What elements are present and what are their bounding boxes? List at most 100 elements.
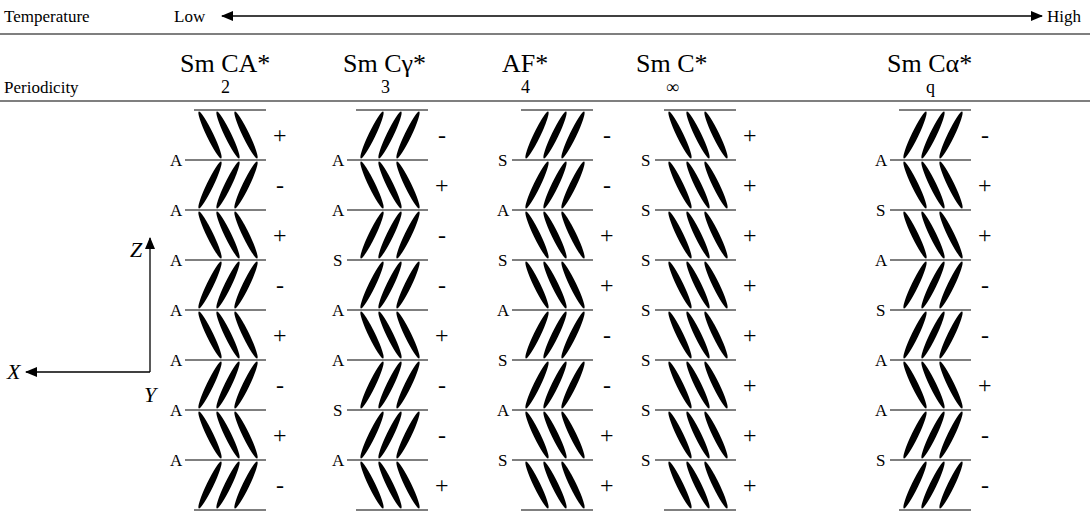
layer-boundary: [890, 359, 971, 360]
layer-mark: -: [276, 173, 284, 197]
molecule: [559, 260, 588, 310]
layer-mark: A: [332, 152, 344, 169]
layer-mark: S: [641, 152, 650, 169]
molecule: [232, 310, 261, 360]
layer-mark: -: [438, 123, 446, 147]
molecule: [232, 110, 261, 160]
molecule: [937, 460, 966, 510]
layer-mark: -: [438, 273, 446, 297]
axis-arrow: [149, 238, 150, 372]
molecule: [559, 460, 588, 510]
layer-mark: -: [603, 323, 611, 347]
layer-boundary: [890, 259, 971, 260]
molecule: [559, 110, 588, 160]
layer-mark: S: [498, 152, 507, 169]
layer-mark: S: [498, 252, 507, 269]
layer-mark: S: [641, 452, 650, 469]
layer-mark: A: [497, 302, 509, 319]
layer-boundary: [521, 109, 593, 110]
molecule: [702, 260, 731, 310]
temperature-label: Temperature: [4, 8, 90, 25]
layer-mark: -: [603, 123, 611, 147]
layer-mark: S: [641, 252, 650, 269]
layer-mark: S: [876, 452, 885, 469]
layer-mark: +: [435, 173, 449, 197]
layer-boundary: [655, 309, 736, 310]
layer-mark: +: [600, 273, 614, 297]
layer-boundary: [347, 309, 428, 310]
layer-mark: S: [641, 202, 650, 219]
layer-mark: S: [498, 452, 507, 469]
layer-boundary: [512, 359, 593, 360]
layer-mark: A: [875, 352, 887, 369]
layer-mark: A: [332, 202, 344, 219]
molecule: [702, 310, 731, 360]
layer-mark: +: [978, 373, 992, 397]
layer-mark: +: [600, 423, 614, 447]
layer-boundary: [185, 259, 266, 260]
layer-boundary: [890, 459, 971, 460]
layer-boundary: [512, 209, 593, 210]
layer-mark: A: [332, 302, 344, 319]
layer-mark: S: [498, 352, 507, 369]
phase-name: Sm C*: [636, 51, 708, 77]
layer-mark: -: [981, 273, 989, 297]
layer-boundary: [347, 459, 428, 460]
layer-boundary: [185, 209, 266, 210]
periodicity-value: 2: [221, 78, 230, 96]
periodicity-value: q: [926, 78, 935, 96]
layer-mark: +: [273, 423, 287, 447]
layer-mark: S: [641, 402, 650, 419]
layer-boundary: [890, 209, 971, 210]
molecule-layers: [185, 110, 971, 510]
layer-mark: S: [641, 352, 650, 369]
layer-boundary: [194, 509, 266, 510]
layer-boundary: [347, 259, 428, 260]
layer-mark: -: [981, 423, 989, 447]
molecule: [702, 210, 731, 260]
layer-mark: +: [600, 223, 614, 247]
layer-boundary: [655, 459, 736, 460]
layer-mark: -: [276, 473, 284, 497]
molecule: [937, 260, 966, 310]
layer-boundary: [185, 409, 266, 410]
molecule: [937, 360, 966, 410]
layer-mark: S: [876, 302, 885, 319]
molecule: [394, 160, 423, 210]
molecule: [937, 410, 966, 460]
layer-mark: A: [332, 352, 344, 369]
layer-mark: S: [641, 302, 650, 319]
layer-mark: +: [743, 323, 757, 347]
periodicity-value: Periodicity: [4, 79, 79, 96]
layer-boundary: [347, 159, 428, 160]
phase-name: Sm Cγ*: [343, 51, 426, 77]
layer-boundary: [512, 159, 593, 160]
table-rule: [0, 33, 1090, 34]
layer-boundary: [655, 209, 736, 210]
temperature-label: High: [1047, 8, 1081, 25]
layer-mark: -: [438, 223, 446, 247]
layer-boundary: [899, 509, 971, 510]
table-rule: [0, 100, 1090, 101]
layer-mark: +: [435, 323, 449, 347]
molecule: [559, 410, 588, 460]
molecule: [702, 360, 731, 410]
layer-mark: -: [981, 123, 989, 147]
layer-boundary: [890, 159, 971, 160]
molecule: [702, 110, 731, 160]
layer-mark: S: [333, 252, 342, 269]
layer-boundary: [194, 109, 266, 110]
molecule: [394, 260, 423, 310]
molecule: [394, 410, 423, 460]
phase-name: AF*: [502, 51, 548, 77]
layer-boundary: [512, 409, 593, 410]
layer-boundary: [185, 459, 266, 460]
phase-name: Sm Cα*: [887, 51, 972, 77]
molecule: [702, 460, 731, 510]
layer-mark: +: [743, 423, 757, 447]
layer-mark: +: [743, 173, 757, 197]
molecule: [232, 210, 261, 260]
molecule: [232, 160, 261, 210]
molecule: [559, 160, 588, 210]
